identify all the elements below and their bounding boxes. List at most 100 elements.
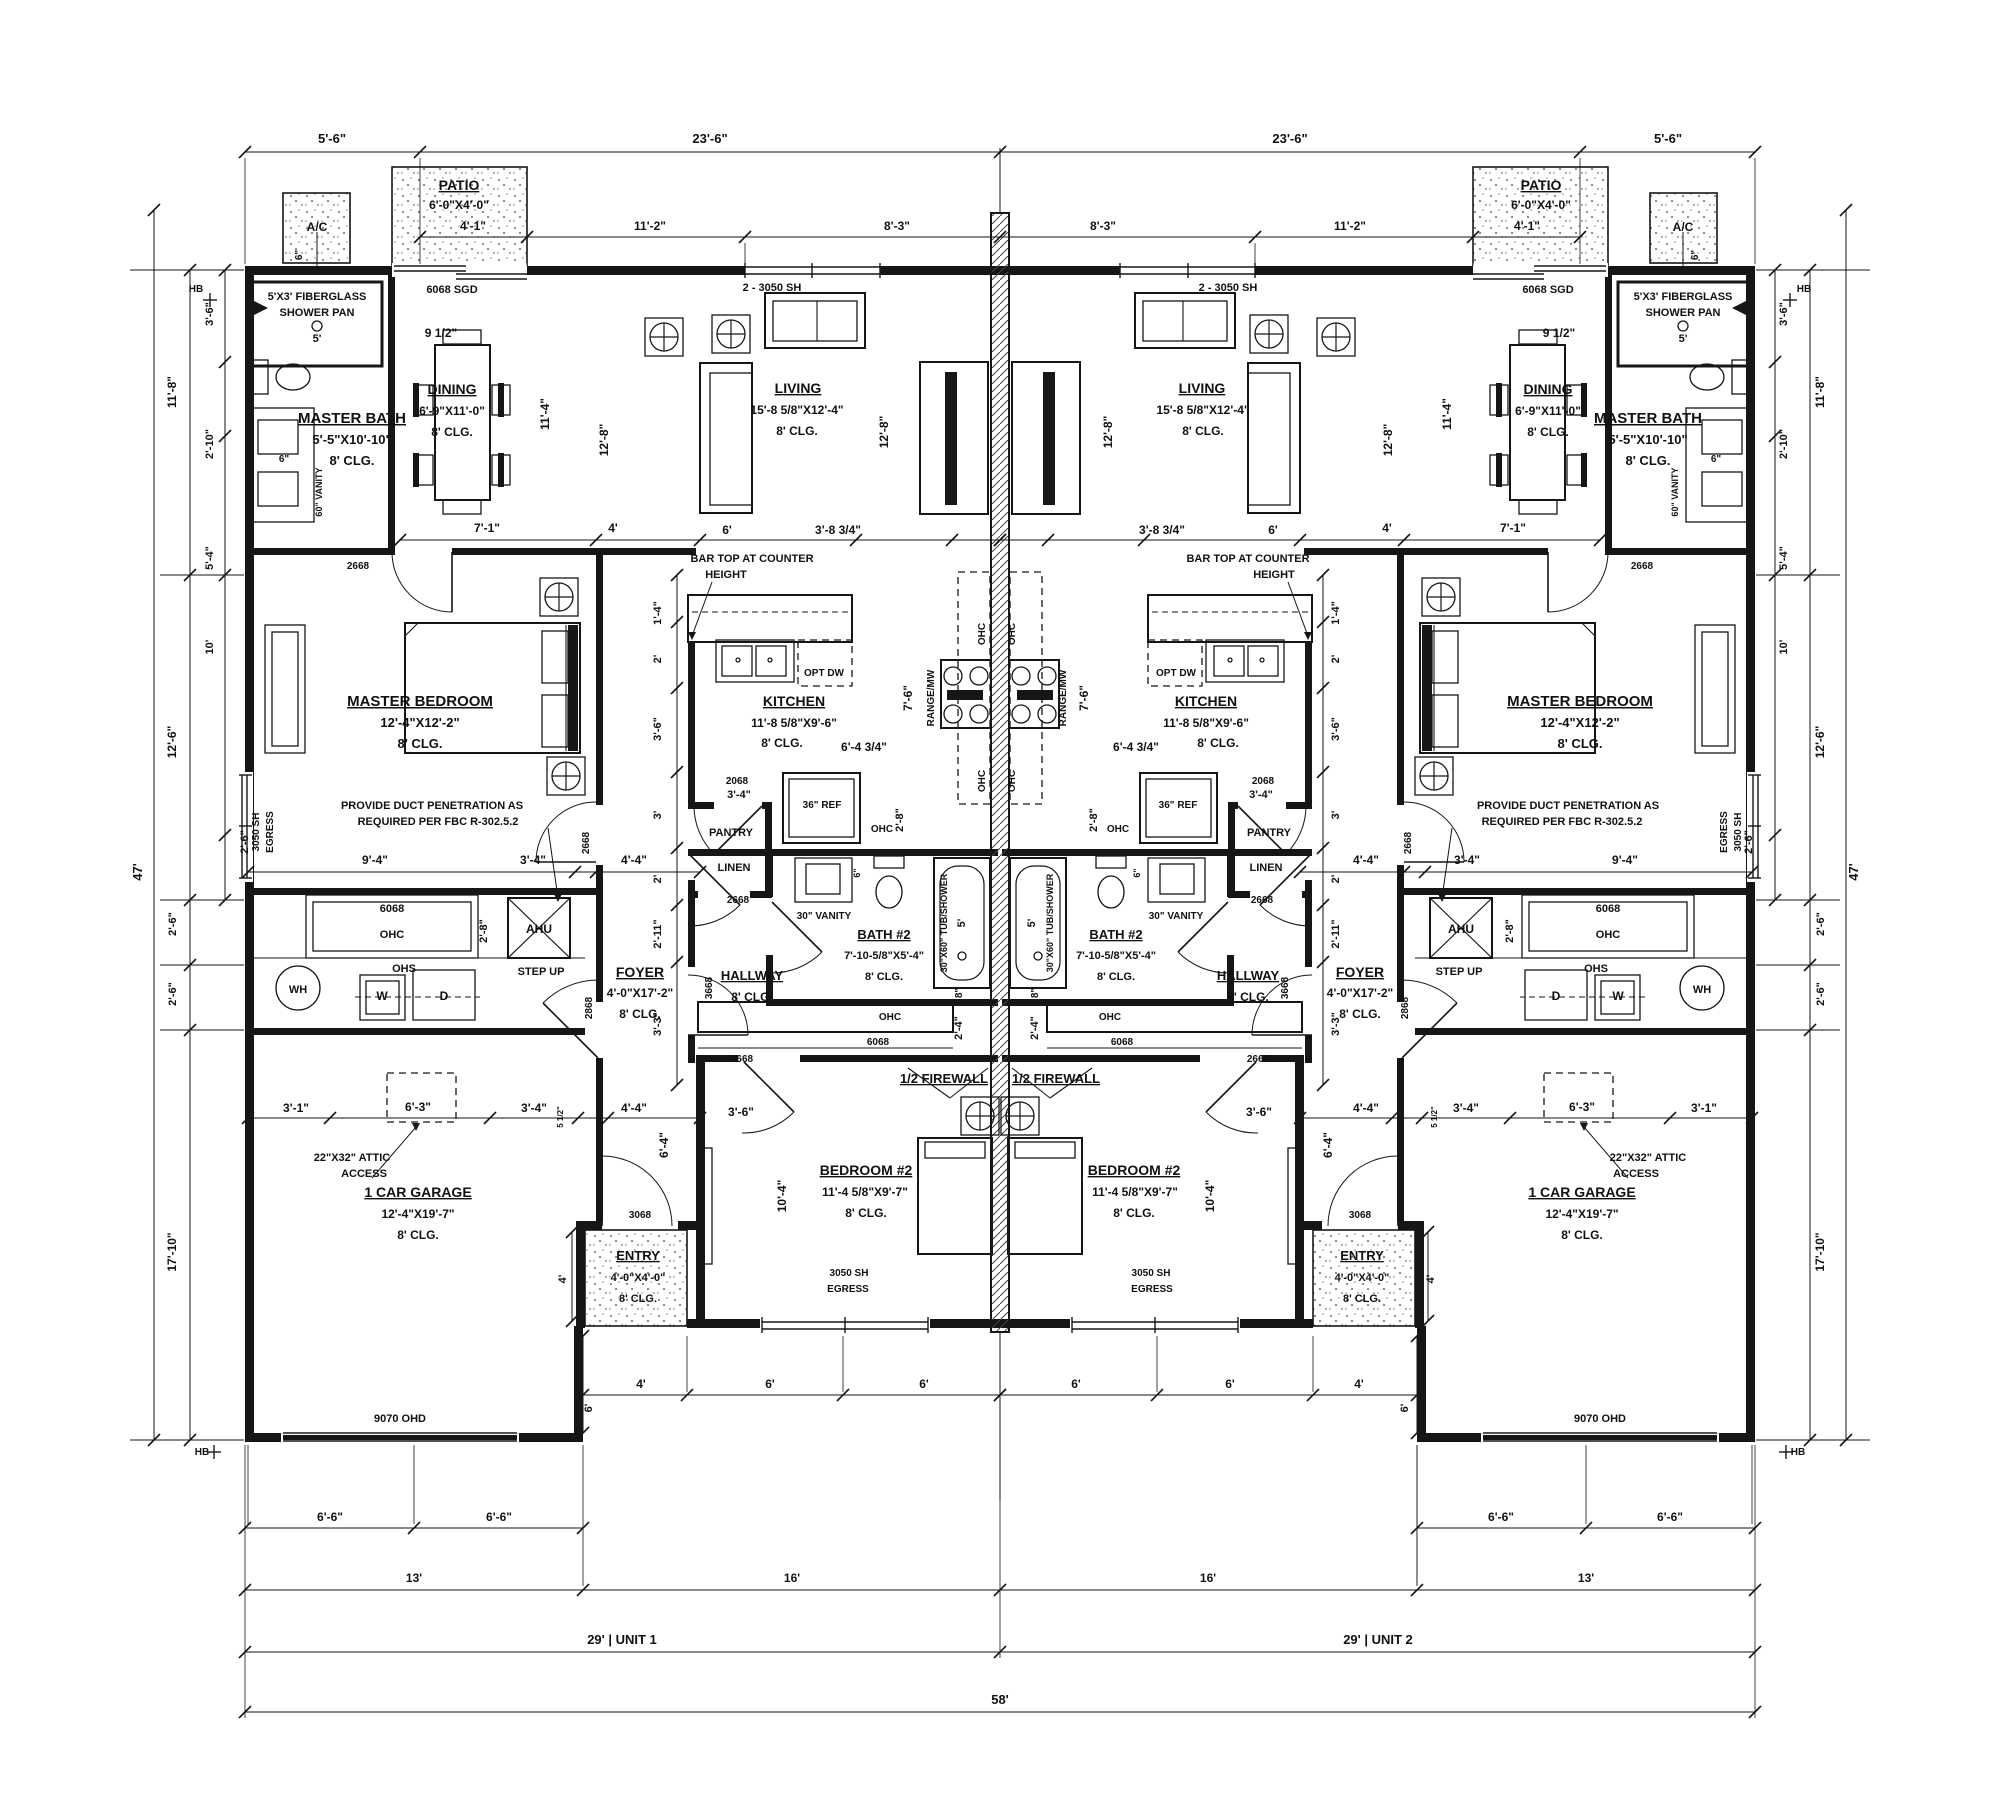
- plan-label: LIVING: [775, 380, 822, 396]
- shower-head-icon: [1732, 300, 1748, 316]
- plan-label: DINING: [428, 381, 477, 397]
- plan-label: 2 - 3050 SH: [743, 282, 802, 294]
- interior-wall: [596, 1058, 603, 1223]
- fixture: [1616, 280, 1750, 368]
- plan-label: 2868: [584, 996, 595, 1019]
- door-swing-arc: [1285, 805, 1307, 855]
- fixture-solid: [1043, 372, 1055, 505]
- interior-wall: [688, 891, 698, 898]
- plan-label: PANTRY: [1247, 827, 1292, 839]
- plan-label: 15'-8 5/8"X12'-4": [750, 403, 843, 417]
- door-leaf: [771, 901, 823, 953]
- plan-label: 6': [919, 1377, 929, 1391]
- leader-arrow: [1438, 894, 1446, 902]
- fixture: [794, 857, 853, 903]
- interior-wall: [1415, 1028, 1755, 1035]
- plan-label: 2068: [1252, 776, 1275, 787]
- line: [1768, 828, 1782, 842]
- plan-label: 3'-8 3/4": [815, 523, 861, 537]
- plan-label: SHOWER PAN: [1646, 307, 1721, 319]
- plan-label: 5'-5"X10'-10": [312, 432, 391, 447]
- interior-wall: [688, 880, 695, 967]
- plan-label: 58': [991, 1692, 1009, 1707]
- plan-label: 6'-4 3/4": [1113, 740, 1159, 754]
- dashed-outline: [386, 1072, 457, 1123]
- line: [1421, 1225, 1435, 1239]
- plan-label: 4'-1": [460, 219, 486, 233]
- burner: [1037, 666, 1057, 686]
- wall-opening: [1747, 772, 1761, 882]
- plan-label: 3'-4": [727, 789, 751, 801]
- door-swing-arc: [1327, 1155, 1399, 1227]
- plan-label: 4'-4": [1353, 853, 1379, 867]
- faucet: [1227, 657, 1233, 663]
- fixture: [1701, 419, 1743, 455]
- plan-label: 10': [1778, 639, 1790, 654]
- plan-label: 4'-1": [1514, 219, 1540, 233]
- interior-wall: [596, 552, 603, 805]
- plan-label: 11'-4": [538, 398, 552, 430]
- plan-label: 3068: [1349, 1210, 1372, 1221]
- line: [183, 958, 197, 972]
- plan-label: 47': [130, 863, 145, 881]
- line: [601, 1111, 615, 1125]
- plan-label: HB: [189, 284, 203, 295]
- fixture: [359, 974, 406, 1021]
- line: [670, 898, 684, 912]
- plan-label: 8' CLG.: [1558, 736, 1603, 751]
- fixtures-layer: [130, 269, 1870, 1441]
- plan-label: MASTER BEDROOM: [347, 693, 493, 710]
- fixture: [697, 1001, 954, 1033]
- tub-faucet: [957, 951, 967, 961]
- plan-label: 6'-9"X11'-0": [419, 404, 485, 418]
- plan-label: OHC: [977, 623, 988, 645]
- plan-label: 2'-6": [1815, 912, 1827, 936]
- line: [1397, 865, 1411, 879]
- fixture: [1431, 630, 1459, 684]
- plan-label: 11'-4 5/8"X9'-7": [822, 1185, 908, 1199]
- line: [393, 533, 407, 547]
- fixture: [924, 1141, 986, 1159]
- plan-label: 1 CAR GARAGE: [1528, 1184, 1635, 1200]
- leader-arrow: [412, 1123, 420, 1131]
- leader-line: [691, 581, 713, 637]
- interior-wall: [688, 1035, 695, 1063]
- line: [218, 568, 232, 582]
- fixture: [1145, 778, 1212, 838]
- line: [1839, 1433, 1853, 1447]
- plan-label: 23'-6": [1272, 131, 1307, 146]
- interior-wall: [696, 1055, 738, 1062]
- plan-label: LINEN: [718, 862, 751, 874]
- burner: [943, 704, 963, 724]
- exterior-wall: [1415, 1221, 1424, 1328]
- door-swing-arc: [391, 551, 453, 613]
- line: [1316, 681, 1330, 695]
- plan-label: 8' CLG.: [731, 990, 773, 1004]
- tub-faucet: [1033, 951, 1043, 961]
- line: [849, 533, 863, 547]
- plan-label: 6'-9"X11'-0": [1515, 404, 1581, 418]
- door-leaf: [1401, 1002, 1458, 1059]
- interior-wall: [1302, 891, 1312, 898]
- burner: [1011, 704, 1031, 724]
- door-swing-arc: [1401, 979, 1458, 1004]
- fixture: [257, 471, 299, 507]
- plan-label: 2'-6": [167, 982, 179, 1006]
- interior-wall: [1397, 880, 1404, 1002]
- plan-label: MASTER BEDROOM: [1507, 693, 1653, 710]
- plan-label: 2868: [1400, 996, 1411, 1019]
- line: [1041, 533, 1055, 547]
- plan-label: WH: [289, 984, 307, 996]
- line: [1316, 765, 1330, 779]
- door-swing-arc: [1547, 551, 1609, 613]
- plan-label: 6'-6": [317, 1510, 343, 1524]
- line: [238, 145, 252, 159]
- interior-wall: [688, 802, 714, 809]
- plan-label: 12'-8": [597, 424, 611, 457]
- dashed-outline: [1543, 1072, 1614, 1123]
- interior-wall: [1397, 865, 1404, 883]
- plan-label: 3668: [1280, 976, 1291, 999]
- plan-label: 12'-8": [877, 416, 891, 449]
- plan-label: 6': [1399, 1403, 1411, 1412]
- plan-label: 12'-6": [1813, 726, 1827, 759]
